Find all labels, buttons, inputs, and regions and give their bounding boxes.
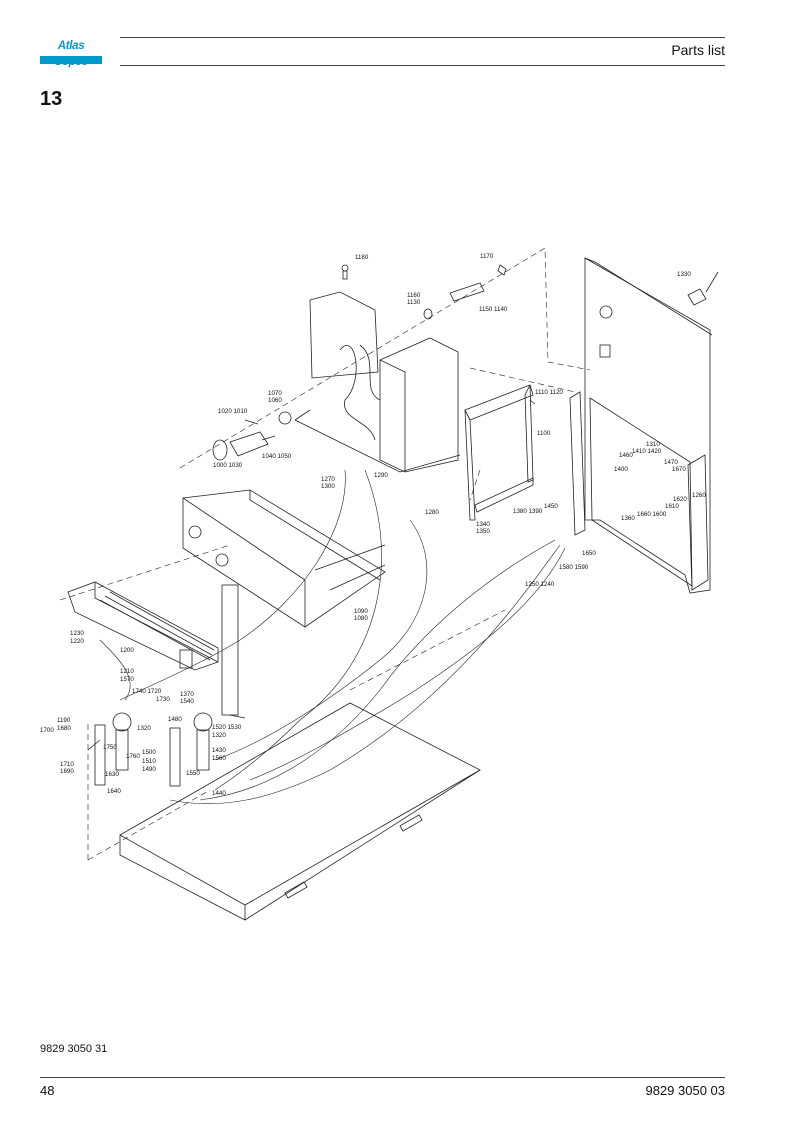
part-label-1190: 1190: [57, 717, 71, 724]
part-label-1080: 1080: [354, 615, 368, 622]
canopy-frame: [182, 489, 386, 719]
part-labels: 1180 1170 1330 1160 1130 1150 1140 1110 …: [40, 253, 706, 797]
part-label-1100: 1100: [537, 430, 551, 437]
part-label-1070: 1070: [268, 390, 282, 397]
part-label-1690: 1690: [60, 768, 74, 775]
part-label-1370: 1370: [180, 691, 194, 698]
part-label-1040-1050: 1040 1050: [262, 453, 292, 460]
part-label-1200: 1200: [120, 647, 134, 654]
part-label-1560: 1560: [212, 755, 226, 762]
part-label-1570: 1570: [120, 676, 134, 683]
document-id: 9829 3050 31: [40, 1043, 108, 1055]
part-label-1660-1600: 1660 1600: [637, 511, 667, 518]
page-number: 48: [40, 1083, 55, 1098]
part-label-1280: 1280: [425, 509, 439, 516]
filter-assemblies: [87, 712, 213, 787]
part-label-1580-1590: 1580 1590: [559, 564, 589, 571]
part-label-1430: 1430: [212, 747, 226, 754]
part-label-1710: 1710: [60, 761, 74, 768]
section-number: 13: [40, 88, 63, 110]
part-label-1500: 1500: [142, 749, 156, 756]
part-label-1300: 1300: [321, 483, 335, 490]
back-panel: [584, 257, 713, 594]
part-label-1180: 1180: [355, 254, 369, 261]
part-label-1450: 1450: [544, 503, 558, 510]
part-label-1760: 1760: [126, 753, 140, 760]
header-top-rule: [120, 37, 725, 38]
part-label-1410-1420: 1410 1420: [632, 448, 662, 455]
part-label-1700: 1700: [40, 727, 54, 734]
part-label-1550: 1550: [186, 770, 200, 777]
inlet-parts: [212, 411, 292, 461]
page-header-title: Parts list: [671, 42, 725, 58]
part-label-1000-1030: 1000 1030: [213, 462, 243, 469]
part-label-1470: 1470: [664, 459, 678, 466]
header-bottom-rule: [120, 65, 725, 66]
part-label-1320-left: 1320: [137, 725, 151, 732]
drawing-linework: [59, 247, 719, 921]
part-label-1620: 1620: [673, 496, 687, 503]
part-label-1220: 1220: [70, 638, 84, 645]
part-label-1490: 1490: [142, 766, 156, 773]
part-label-1360: 1360: [621, 515, 635, 522]
part-label-1540: 1540: [180, 698, 194, 705]
part-label-1020-1010: 1020 1010: [218, 408, 248, 415]
part-label-1270: 1270: [321, 476, 335, 483]
part-label-1320-right: 1320: [212, 732, 226, 739]
atlas-copco-logo: Atlas Copco: [40, 38, 102, 68]
part-label-1130: 1130: [407, 299, 421, 306]
part-label-1520-1530: 1520 1530: [212, 724, 242, 731]
part-label-1250-1240: 1250 1240: [525, 581, 555, 588]
part-label-1400: 1400: [614, 466, 628, 473]
part-label-1150-1140: 1150 1140: [479, 306, 508, 313]
part-label-1460: 1460: [619, 452, 633, 459]
part-label-1340: 1340: [476, 521, 490, 528]
part-label-1170: 1170: [480, 253, 494, 260]
part-label-1730: 1730: [156, 696, 170, 703]
footer-document-number: 9829 3050 03: [645, 1083, 725, 1098]
part-label-1480: 1480: [168, 716, 182, 723]
top-small-parts: [341, 264, 719, 405]
part-label-1380-1390: 1380 1390: [513, 508, 543, 515]
part-label-1670: 1670: [672, 466, 686, 473]
base-frame: [119, 702, 481, 921]
part-label-1330: 1330: [677, 271, 691, 278]
part-label-1210: 1210: [120, 668, 134, 675]
part-label-1290: 1290: [374, 472, 388, 479]
assembly-guide-lines: [59, 247, 591, 861]
part-label-1650: 1650: [582, 550, 596, 557]
part-label-1440: 1440: [212, 790, 226, 797]
part-label-1640: 1640: [107, 788, 121, 795]
side-frames: [464, 384, 709, 591]
part-label-1230: 1230: [70, 630, 84, 637]
part-label-1060: 1060: [268, 397, 282, 404]
aftercooler: [67, 581, 219, 671]
part-label-1510: 1510: [142, 758, 156, 765]
logo-bar: [40, 56, 102, 64]
part-label-1110-1120: 1110 1120: [535, 389, 563, 396]
footer-rule: [40, 1077, 725, 1078]
part-label-1310: 1310: [646, 441, 660, 448]
part-label-1630: 1630: [105, 771, 119, 778]
part-label-1160: 1160: [407, 292, 421, 299]
part-label-1680: 1680: [57, 725, 71, 732]
part-label-1750: 1750: [103, 744, 117, 751]
dryer-unit: [294, 291, 461, 473]
part-label-1610: 1610: [665, 503, 679, 510]
part-label-1260: 1260: [692, 492, 706, 499]
part-label-1090: 1090: [354, 608, 368, 615]
part-label-1740-1720: 1740 1720: [132, 688, 162, 695]
part-label-1350: 1350: [476, 528, 490, 535]
